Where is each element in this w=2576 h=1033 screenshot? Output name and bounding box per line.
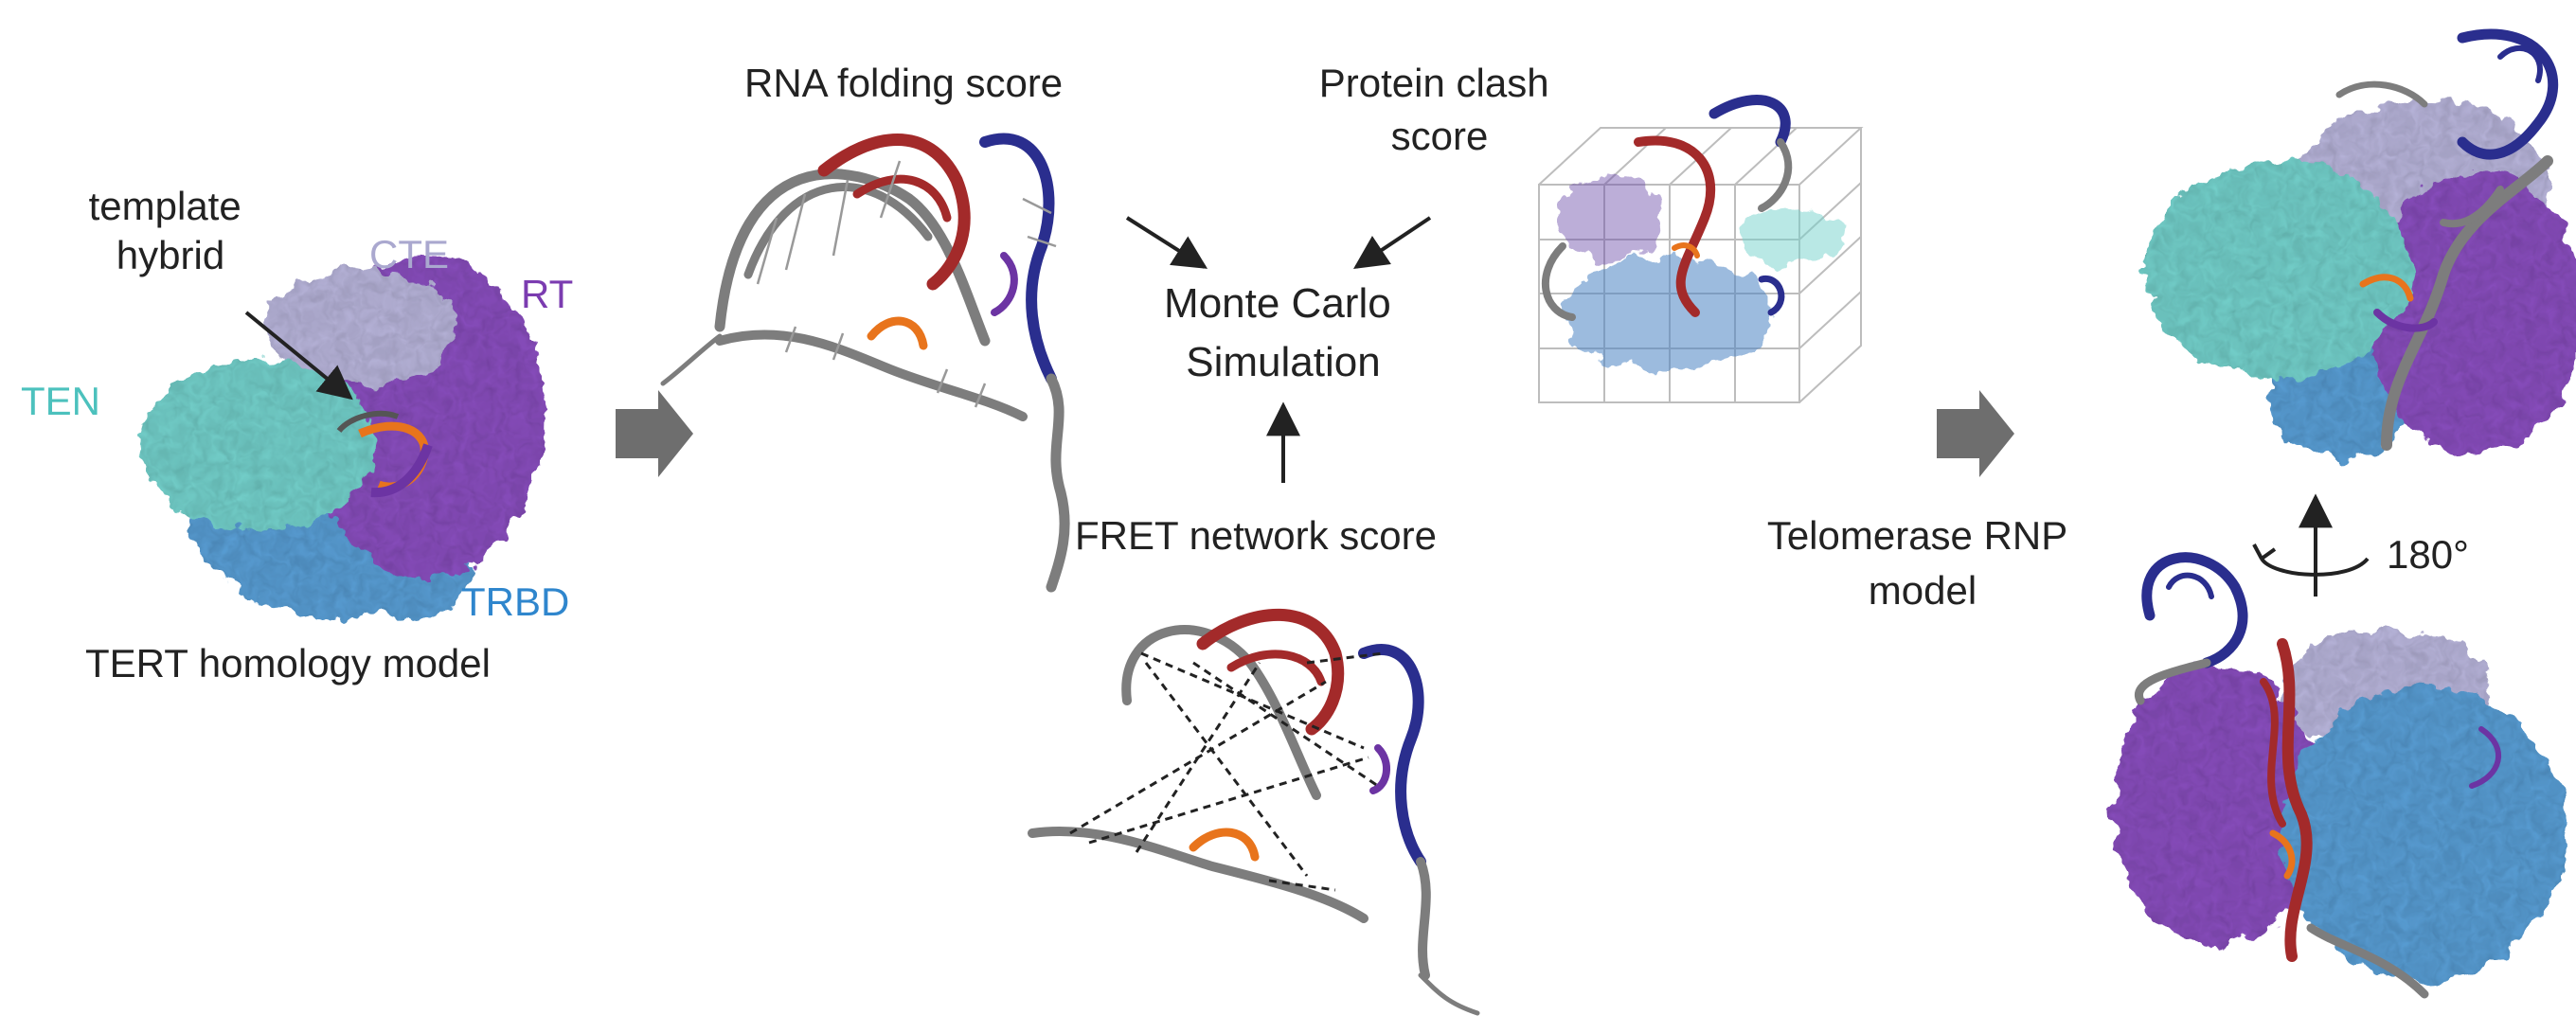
tert-caption: TERT homology model xyxy=(85,641,491,686)
flow-arrow-2 xyxy=(1937,390,2014,477)
monte-carlo-label-line1: Monte Carlo xyxy=(1164,280,1391,327)
cte-domain-surface xyxy=(265,268,455,385)
trbd-label: TRBD xyxy=(461,579,569,624)
rotation-angle-label: 180° xyxy=(2387,532,2469,577)
protein-clash-label-line1: Protein clash xyxy=(1319,61,1549,105)
fret-network-structure xyxy=(1028,608,1480,1016)
rna-folding-structure xyxy=(660,133,1070,593)
rnp-model-rotated-view xyxy=(2112,552,2567,999)
cte-label: CTE xyxy=(369,232,449,276)
rotation-indicator xyxy=(2252,493,2370,597)
rna-base-pair-lines xyxy=(756,160,1057,408)
telomerase-rnp-label-line1: Telomerase RNP xyxy=(1767,513,2067,558)
svg-text:template hybrid: template hybrid xyxy=(89,184,253,277)
monte-carlo-label-line2: Simulation xyxy=(1186,339,1380,385)
fret-network-score-label: FRET network score xyxy=(1075,513,1437,558)
flow-arrow-1 xyxy=(616,390,693,477)
ten-label: TEN xyxy=(21,379,100,423)
template-label-line2: hybrid xyxy=(116,233,224,277)
svg-text:Telomerase RNP model: Telomerase RNP model xyxy=(1767,513,2078,613)
template-pointer-arrow xyxy=(244,311,353,401)
rna-to-montecarlo-arrow xyxy=(1125,216,1208,269)
telomerase-rnp-label-line2: model xyxy=(1869,568,1977,613)
svg-text:Monte Carlo Simulation: Monte Carlo Simulation xyxy=(1164,280,1403,385)
fret-distance-restraints xyxy=(1069,651,1384,892)
svg-text:Protein clash score: Protein clash score xyxy=(1319,61,1560,158)
rna-folding-score-label: RNA folding score xyxy=(744,61,1063,105)
rnp-model-front-view xyxy=(2145,28,2576,459)
tert-homology-model: template hybrid CTE RT TEN TRBD TERT hom… xyxy=(21,184,573,686)
rt-label: RT xyxy=(521,272,573,316)
template-hybrid-dna xyxy=(370,443,433,498)
protein-clash-grid xyxy=(1538,95,1864,403)
clash-to-montecarlo-arrow xyxy=(1353,216,1432,269)
template-label-line1: template xyxy=(89,184,242,228)
ten-domain-surface xyxy=(139,360,376,530)
protein-clash-label-line2: score xyxy=(1391,114,1489,158)
